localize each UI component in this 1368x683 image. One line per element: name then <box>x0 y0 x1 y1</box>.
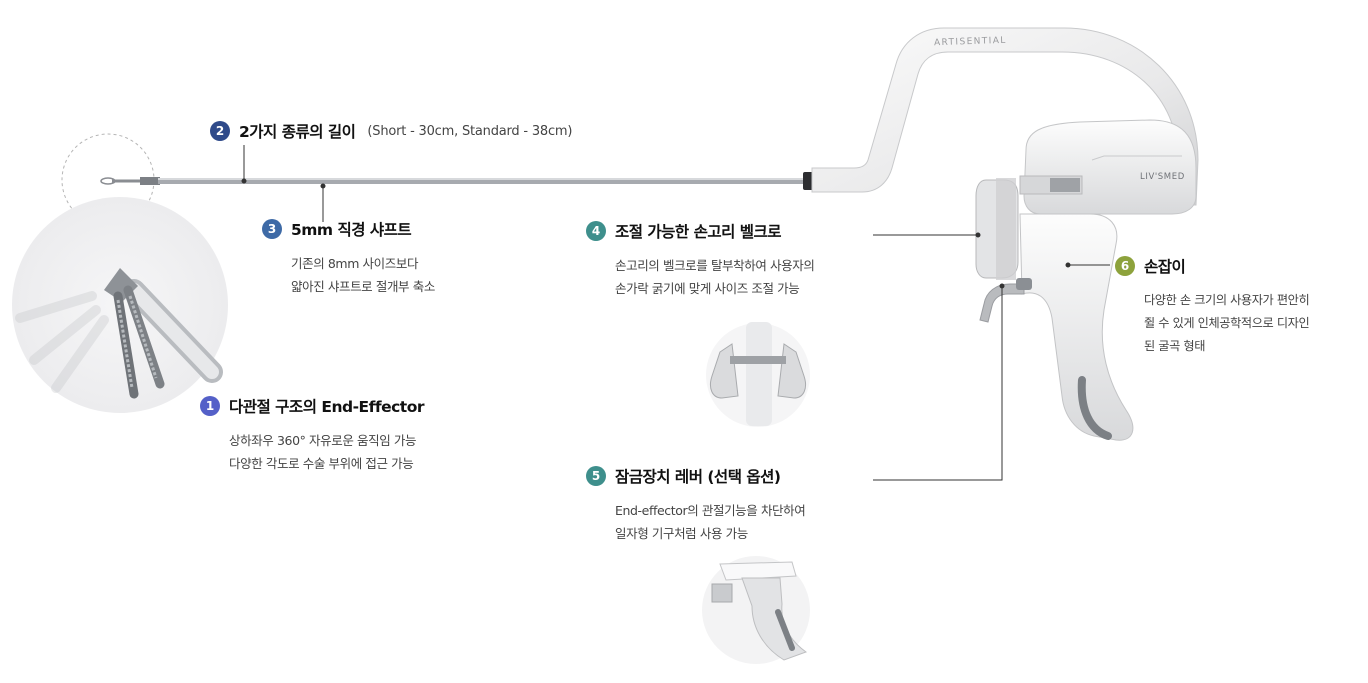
handle-arc <box>811 27 1199 206</box>
badge-6: 6 <box>1115 256 1135 276</box>
callout-line: 다양한 각도로 수술 부위에 접근 가능 <box>229 456 414 471</box>
body-logo: LIV'SMED <box>1140 172 1185 182</box>
housing-body <box>1023 119 1197 215</box>
callout-line: 기존의 8mm 사이즈보다 <box>291 256 419 271</box>
lock-lever <box>979 283 1025 323</box>
pistol-grip <box>1019 213 1134 441</box>
velcro-detail-image <box>706 322 810 427</box>
callout-line: 다양한 손 크기의 사용자가 편안히 <box>1144 293 1310 307</box>
callout-lever: 5 잠금장치 레버 (선택 옵션) End-effector의 관절기능을 차단… <box>586 465 806 545</box>
callout-title: 2가지 종류의 길이 <box>239 123 356 141</box>
callout-shaft: 3 5mm 직경 샤프트 기존의 8mm 사이즈보다 얇아진 샤프트로 절개부 … <box>262 218 435 298</box>
badge-5: 5 <box>586 466 606 486</box>
end-effector-zoom <box>12 197 228 413</box>
callout-line: 된 굴곡 형태 <box>1144 339 1206 353</box>
lever-detail-image <box>702 556 810 664</box>
callout-line: 손가락 굵기에 맞게 사이즈 조절 가능 <box>615 281 800 296</box>
callout-title: 조절 가능한 손고리 벨크로 <box>615 223 782 241</box>
callout-line: 쥘 수 있게 인체공학적으로 디자인 <box>1144 316 1310 330</box>
shaft <box>100 172 817 190</box>
callout-line: End-effector의 관절기능을 차단하여 <box>615 503 806 518</box>
callout-title: 다관절 구조의 End-Effector <box>229 398 424 416</box>
callout-note: (Short - 30cm, Standard - 38cm) <box>367 123 573 139</box>
callout-line: 손고리의 벨크로를 탈부착하여 사용자의 <box>615 258 815 273</box>
leader-5 <box>873 286 1003 481</box>
callout-title: 잠금장치 레버 (선택 옵션) <box>615 468 781 486</box>
callout-title: 5mm 직경 샤프트 <box>291 221 412 239</box>
callout-line: 얇아진 샤프트로 절개부 축소 <box>291 279 435 294</box>
callout-grip: 6 손잡이 다양한 손 크기의 사용자가 편안히 쥘 수 있게 인체공학적으로 … <box>1115 255 1310 358</box>
callout-line: 일자형 기구처럼 사용 가능 <box>615 526 748 541</box>
badge-4: 4 <box>586 221 606 241</box>
callout-velcro: 4 조절 가능한 손고리 벨크로 손고리의 벨크로를 탈부착하여 사용자의 손가… <box>586 220 815 300</box>
callout-length: 2 2가지 종류의 길이 (Short - 30cm, Standard - 3… <box>210 120 572 142</box>
callout-title: 손잡이 <box>1144 258 1186 276</box>
callout-line: 상하좌우 360° 자유로운 움직임 가능 <box>229 433 417 448</box>
badge-3: 3 <box>262 219 282 239</box>
badge-2: 2 <box>210 121 230 141</box>
callout-end-effector: 1 다관절 구조의 End-Effector 상하좌우 360° 자유로운 움직… <box>200 395 424 475</box>
badge-1: 1 <box>200 396 220 416</box>
